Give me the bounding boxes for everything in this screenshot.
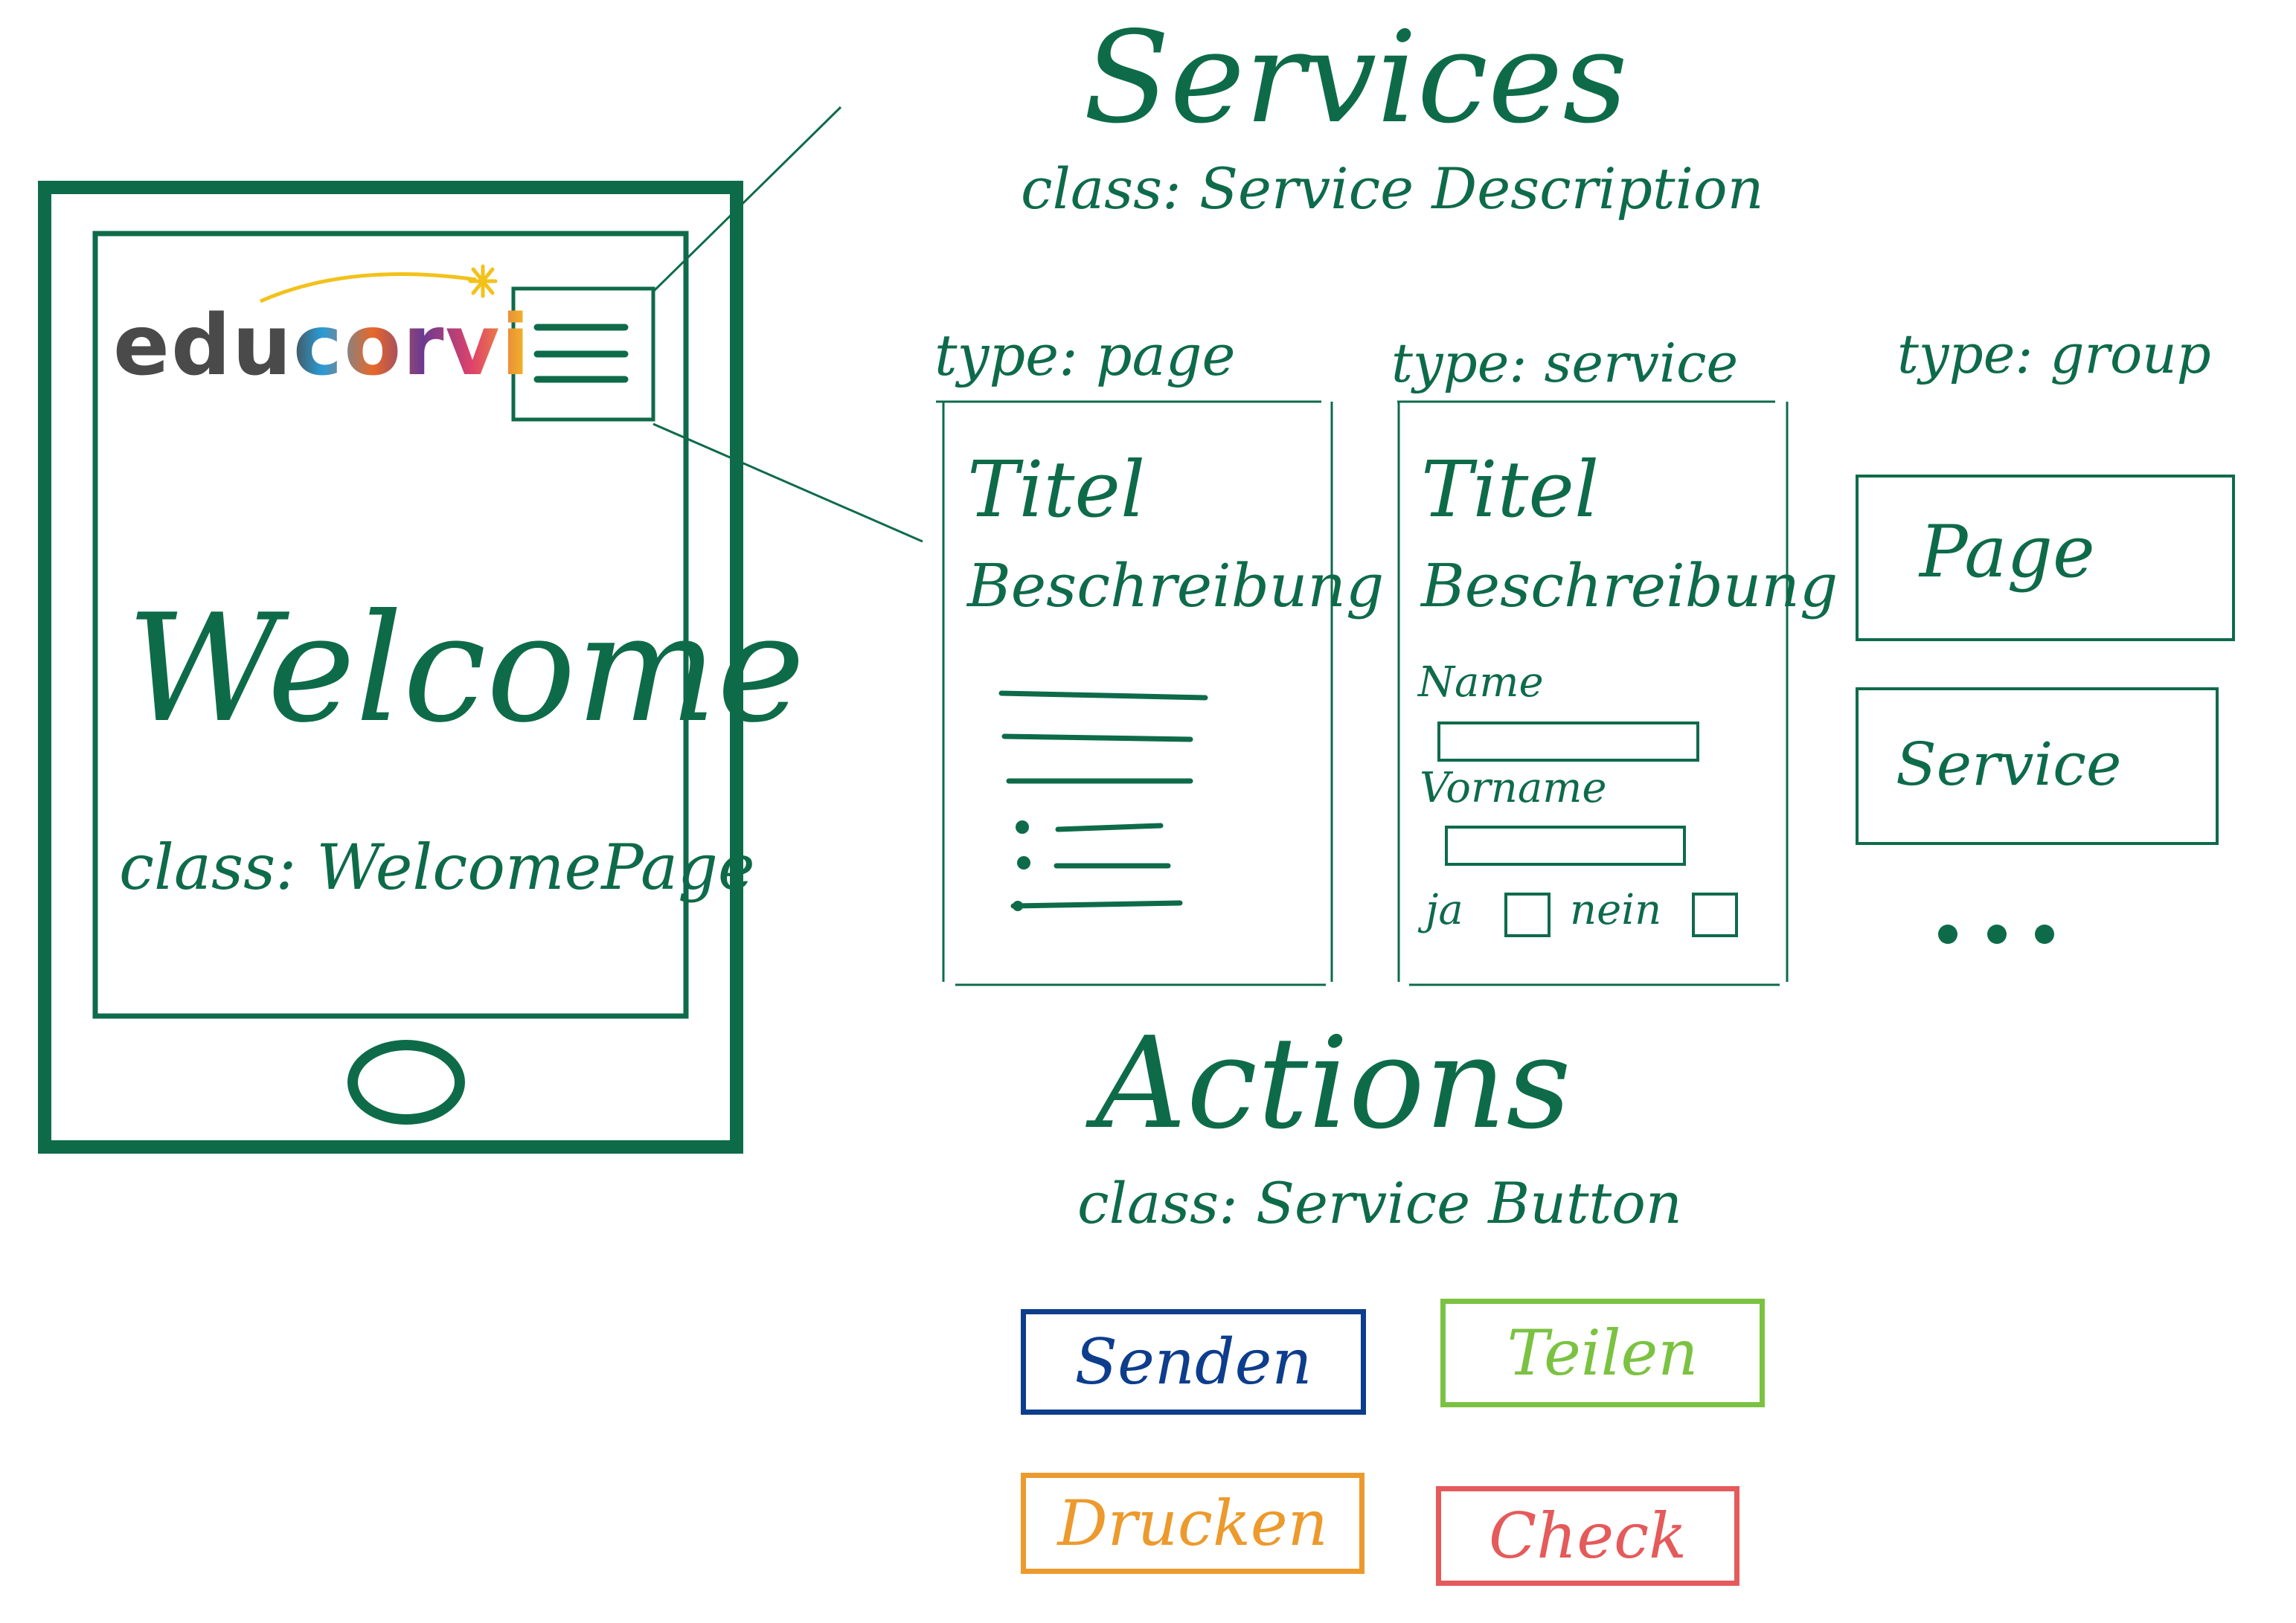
card-service-title: Titel xyxy=(1421,444,1600,535)
card-page-title: Titel xyxy=(967,444,1146,535)
tablet-frame xyxy=(38,181,743,1154)
field-name-label: Name xyxy=(1418,658,1544,707)
teilen-label: Teilen xyxy=(1507,1317,1699,1389)
connector-to-services xyxy=(652,106,842,293)
welcome-class-label: class: WelcomePage xyxy=(119,831,755,904)
services-class-label: class: Service Description xyxy=(1021,155,1764,222)
actions-title: Actions xyxy=(1095,1010,1571,1157)
card-page-body-lines xyxy=(998,690,1208,909)
field-name-input xyxy=(1437,721,1699,762)
type-group-label: type: group xyxy=(1897,323,2211,385)
check-label: Check xyxy=(1488,1500,1687,1572)
option-ja-label: ja xyxy=(1426,886,1463,934)
group-page-box xyxy=(1856,475,2235,641)
connector-to-cards xyxy=(652,422,923,543)
tablet-screen xyxy=(92,231,689,1019)
senden-button[interactable]: Senden xyxy=(1021,1309,1366,1415)
welcome-text: Welcome xyxy=(126,582,806,756)
card-page-desc: Beschreibung xyxy=(967,551,1385,620)
type-service-label: type: service xyxy=(1391,332,1739,394)
card-service xyxy=(1397,400,1789,986)
logo-arc xyxy=(259,272,477,303)
more-dots xyxy=(1938,925,2054,944)
actions-class-label: class: Service Button xyxy=(1077,1170,1682,1236)
field-vorname-label: Vorname xyxy=(1420,764,1607,812)
option-nein-label: nein xyxy=(1570,886,1662,934)
senden-label: Senden xyxy=(1074,1325,1312,1398)
teilen-button[interactable]: Teilen xyxy=(1440,1299,1765,1407)
group-item-service: Service xyxy=(1896,730,2122,799)
card-service-desc: Beschreibung xyxy=(1421,551,1838,620)
logo-text: educorvi xyxy=(113,298,531,394)
card-page xyxy=(936,400,1333,986)
field-vorname-input xyxy=(1445,826,1686,866)
hamburger-icon xyxy=(533,324,629,383)
group-service-box xyxy=(1856,687,2219,845)
logo: educorvi xyxy=(113,298,531,394)
logo-star xyxy=(468,264,498,298)
type-page-label: type: page xyxy=(934,322,1236,388)
card-page-bullets xyxy=(1013,820,1030,911)
checkbox-ja xyxy=(1504,893,1551,937)
check-button[interactable]: Check xyxy=(1436,1486,1739,1586)
checkbox-nein xyxy=(1692,893,1738,937)
drucken-label: Drucken xyxy=(1057,1487,1328,1560)
menu-box xyxy=(511,286,655,422)
services-title: Services xyxy=(1083,4,1628,152)
home-button xyxy=(347,1040,465,1125)
group-more: ... xyxy=(1927,907,1928,908)
drucken-button[interactable]: Drucken xyxy=(1021,1473,1365,1574)
group-item-page: Page xyxy=(1920,510,2095,594)
